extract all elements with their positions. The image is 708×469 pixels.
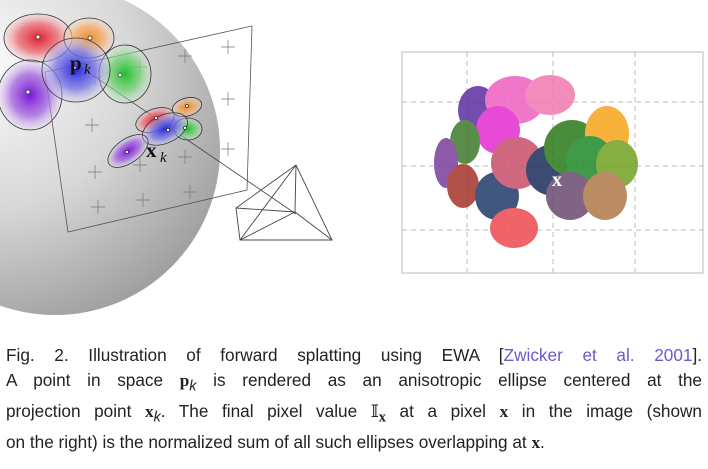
sphere-splats: [0, 13, 152, 131]
caption-text-3b: . The final pixel value: [160, 400, 371, 421]
caption-line-4: on the right) is the normalized sum of a…: [6, 430, 702, 456]
math-p: p: [179, 370, 190, 390]
caption-text-3d: in the image (shown: [508, 400, 702, 421]
label-x-sub: k: [160, 150, 167, 166]
caption-text-2b: is rendered as an anisotropic ellipse ce…: [196, 369, 702, 390]
math-I: 𝕀: [370, 401, 379, 422]
citation-link[interactable]: Zwicker et al. 2001: [503, 345, 693, 365]
caption-line-3: projection point xk. The final pixel val…: [6, 399, 702, 430]
caption-text-3a: projection point: [6, 400, 145, 421]
math-x-sub: k: [153, 409, 161, 426]
figure-caption: Fig. 2. Illustration of forward splattin…: [6, 343, 702, 455]
caption-text-2a: A point in space: [6, 369, 180, 390]
caption-line-1: Fig. 2. Illustration of forward splattin…: [6, 343, 702, 368]
label-x-pixel: x: [552, 169, 562, 191]
accumulated-splats: [434, 75, 638, 248]
math-I-sub: x: [378, 409, 386, 426]
projected-splats: [107, 97, 203, 168]
caption-text-1-end: ].: [692, 345, 703, 365]
math-x3: x: [531, 432, 541, 452]
camera: [235, 164, 333, 241]
label-p: p: [70, 51, 82, 75]
rendered-image: x: [401, 51, 704, 274]
fig-label: Fig. 2.: [6, 345, 69, 365]
math-x: x: [144, 401, 154, 421]
caption-text-4-end: .: [540, 431, 545, 452]
caption-text-3c: at a pixel: [385, 400, 500, 421]
caption-line-2: A point in space pk is rendered as an an…: [6, 368, 702, 399]
label-p-sub: k: [84, 62, 91, 78]
math-x2: x: [499, 401, 509, 421]
math-p-sub: k: [189, 378, 197, 395]
caption-text-1: Illustration of forward splatting using …: [88, 345, 504, 365]
label-x: x: [146, 138, 157, 162]
caption-text-4a: on the right) is the normalized sum of a…: [6, 431, 532, 452]
splatting-diagram: p k x k: [0, 0, 333, 315]
